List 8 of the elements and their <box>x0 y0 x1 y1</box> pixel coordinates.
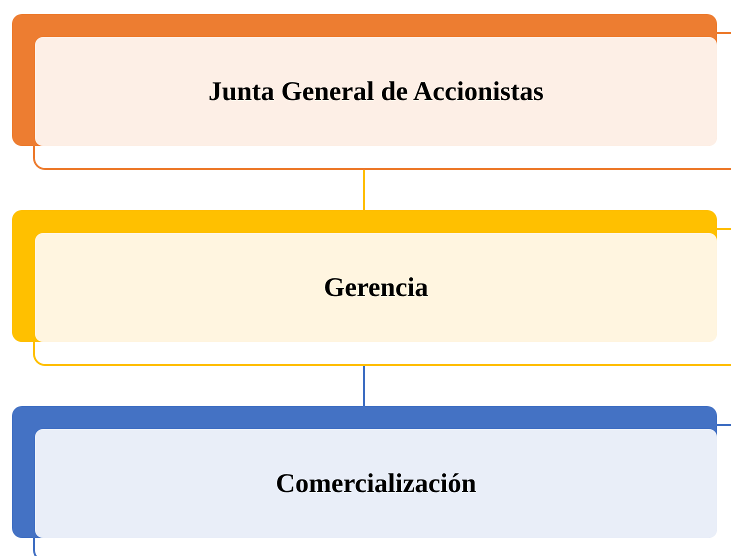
level-title: Gerencia <box>324 272 428 303</box>
level-box <box>12 406 731 556</box>
connector-line <box>363 170 365 210</box>
level-box <box>12 210 731 366</box>
level-title: Junta General de Accionistas <box>208 76 544 107</box>
level-title: Comercialización <box>276 468 476 499</box>
connector-line <box>363 366 365 406</box>
level-box <box>12 14 731 170</box>
